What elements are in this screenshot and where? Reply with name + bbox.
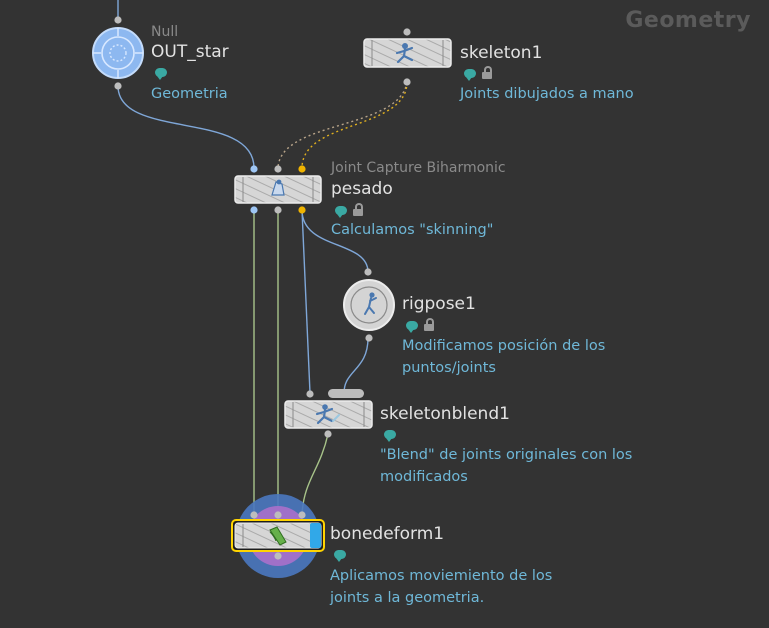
node-pesado[interactable] — [234, 165, 322, 214]
skeletonblend1-multi-input[interactable] — [328, 389, 364, 398]
skeleton-blend-icon — [315, 404, 340, 425]
pesado-input-port-skeleton[interactable] — [298, 165, 306, 173]
wire-rigpose-to-skeletonblend[interactable] — [343, 337, 369, 394]
out-star-flags — [155, 68, 167, 80]
comment-icon[interactable] — [406, 321, 418, 333]
skeletonblend1-comment-line2: modificados — [380, 469, 468, 485]
skeletonblend1-comment: "Blend" de joints originales con los mod… — [380, 444, 632, 488]
pesado-output-port-skeleton[interactable] — [298, 206, 306, 214]
skeletonblend1-comment-line1: "Blend" de joints originales con los — [380, 447, 633, 463]
skeleton1-flags — [464, 66, 492, 81]
wire-pesado-to-rigpose[interactable] — [301, 209, 369, 273]
bonedeform1-comment: Aplicamos moviemiento de los joints a la… — [330, 565, 552, 609]
rigpose-icon — [364, 292, 377, 315]
node-out-star[interactable] — [92, 16, 144, 90]
lock-icon[interactable] — [482, 66, 492, 79]
wires — [117, 0, 408, 515]
rigpose1-input-port[interactable] — [364, 268, 372, 276]
comment-icon[interactable] — [335, 206, 347, 218]
out-star-output-port[interactable] — [114, 82, 122, 90]
bonedeform1-comment-line1: Aplicamos moviemiento de los — [330, 568, 553, 584]
out-star-comment: Geometria — [151, 86, 228, 102]
comment-icon[interactable] — [384, 430, 396, 442]
capture-biharmonic-icon — [271, 179, 285, 196]
bonedeform1-name-label[interactable]: bonedeform1 — [330, 524, 445, 544]
wire-pesado-to-skeletonblend[interactable] — [301, 209, 311, 394]
rigpose1-flags — [406, 318, 434, 333]
pesado-type-label: Joint Capture Biharmonic — [331, 160, 506, 176]
rigpose1-comment: Modificamos posición de los puntos/joint… — [402, 335, 605, 379]
pesado-name-label[interactable]: pesado — [331, 179, 393, 199]
out-star-type-label: Null — [151, 24, 179, 40]
pesado-output-port-capture[interactable] — [274, 206, 282, 214]
skeleton1-output-port[interactable] — [403, 78, 411, 86]
skeleton1-input-port[interactable] — [403, 28, 411, 36]
skeletonblend1-output-port[interactable] — [324, 430, 332, 438]
bonedeform1-input-port-geometry[interactable] — [250, 511, 258, 519]
bonedeform1-flags — [334, 550, 346, 562]
rigpose1-name-label[interactable]: rigpose1 — [402, 294, 476, 314]
pesado-input-port-rest[interactable] — [274, 165, 282, 173]
pesado-output-port-geometry[interactable] — [250, 206, 258, 214]
node-bonedeform1[interactable] — [231, 494, 325, 578]
node-skeletonblend1[interactable] — [284, 389, 373, 438]
bonedeform1-comment-line2: joints a la geometria. — [330, 590, 485, 606]
skeletonblend1-input-port-a[interactable] — [306, 390, 314, 398]
rigpose1-output-port[interactable] — [365, 334, 373, 342]
wire-skeleton1-to-pesado-a[interactable] — [277, 81, 408, 169]
rigpose1-comment-line1: Modificamos posición de los — [402, 338, 606, 354]
pesado-comment: Calculamos "skinning" — [331, 222, 494, 238]
rigpose1-comment-line2: puntos/joints — [402, 360, 496, 376]
skeletonblend1-name-label[interactable]: skeletonblend1 — [380, 404, 510, 424]
comment-icon[interactable] — [464, 69, 476, 81]
bonedeform1-output-port[interactable] — [274, 552, 282, 560]
comment-icon[interactable] — [334, 550, 346, 562]
comment-icon[interactable] — [155, 68, 167, 80]
wire-skeleton1-to-pesado-b[interactable] — [301, 81, 408, 169]
lock-icon[interactable] — [353, 203, 363, 216]
network-context-label: Geometry — [625, 8, 751, 33]
lock-icon[interactable] — [424, 318, 434, 331]
wire-skeletonblend-to-bonedeform[interactable] — [301, 433, 329, 515]
skeletonblend1-flags — [384, 430, 396, 442]
pesado-flags — [335, 203, 363, 218]
out-star-input-port[interactable] — [114, 16, 122, 24]
bone-deform-icon — [269, 526, 287, 546]
node-rigpose1[interactable] — [343, 268, 395, 342]
out-star-name-label[interactable]: OUT_star — [151, 42, 229, 62]
bonedeform1-input-port-capture[interactable] — [274, 511, 282, 519]
display-flag[interactable] — [310, 523, 321, 548]
skeleton-figure-icon — [395, 43, 414, 64]
skeleton1-name-label[interactable]: skeleton1 — [460, 43, 543, 63]
pesado-input-port-geometry[interactable] — [250, 165, 258, 173]
wire-out-star-to-pesado[interactable] — [117, 85, 255, 169]
node-skeleton1[interactable] — [363, 28, 452, 86]
skeleton1-comment: Joints dibujados a mano — [460, 86, 634, 102]
bonedeform1-input-port-skeleton[interactable] — [298, 511, 306, 519]
